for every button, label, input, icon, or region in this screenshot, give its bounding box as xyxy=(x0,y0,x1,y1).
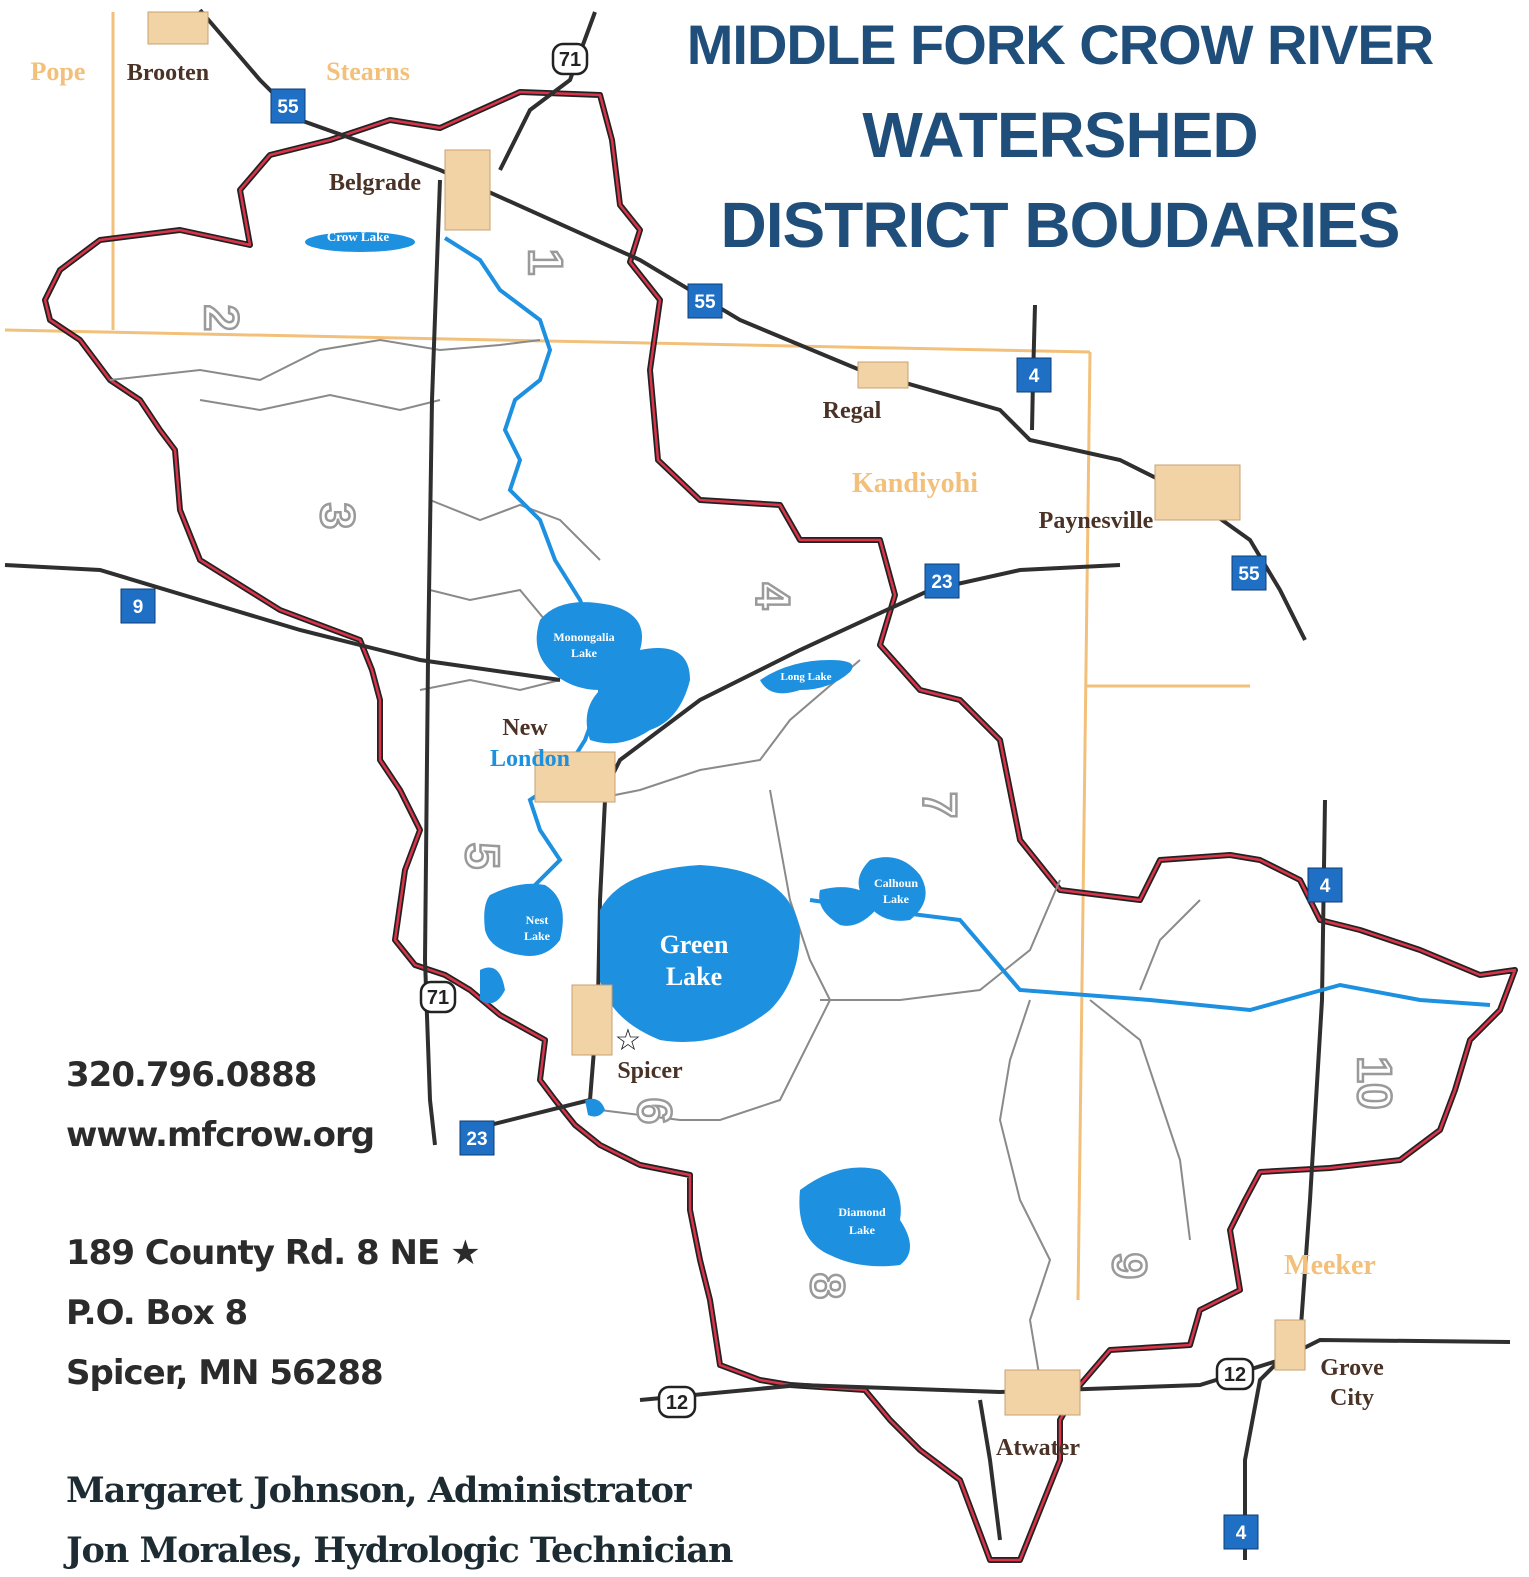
us-shield-71-b: 71 xyxy=(419,980,457,1014)
town-label-city: City xyxy=(1330,1385,1374,1411)
lake-label-nest-2: Lake xyxy=(524,929,551,943)
lake-label-diamond-2: Lake xyxy=(849,1223,876,1237)
county-label-pope: Pope xyxy=(31,57,86,86)
route-shield-4-c: 4 xyxy=(1223,1514,1259,1550)
district-7: 7 xyxy=(912,792,965,819)
star-icon: ★ xyxy=(450,1233,481,1273)
town-label-new: New xyxy=(502,715,548,741)
route-shield-55-c: 55 xyxy=(1231,555,1267,591)
town-label-paynesville: Paynesville xyxy=(1039,508,1154,534)
us-shield-71-a: 71 xyxy=(551,42,589,76)
svg-text:9: 9 xyxy=(133,597,144,618)
lake-label-monongalia-2: Lake xyxy=(571,646,598,660)
route-shield-55-b: 55 xyxy=(687,283,723,319)
town-label-regal: Regal xyxy=(823,398,882,424)
staff-administrator: Margaret Johnson, Administrator xyxy=(66,1470,691,1511)
title-line-3: DISTRICT BOUDARIES xyxy=(720,189,1401,261)
contact-address-line-3: Spicer, MN 56288 xyxy=(66,1353,384,1393)
svg-text:23: 23 xyxy=(466,1129,487,1150)
svg-text:71: 71 xyxy=(427,987,449,1009)
district-5: 5 xyxy=(455,843,508,870)
lake-label-green: Green xyxy=(660,930,729,959)
lake-label-crow: Crow Lake xyxy=(327,229,389,244)
map-labels: Pope Stearns Kandiyohi Meeker Brooten Be… xyxy=(31,57,1402,1461)
district-2: 2 xyxy=(194,305,247,332)
towns xyxy=(147,11,1306,1416)
svg-text:55: 55 xyxy=(694,292,716,313)
lake-label-calhoun: Calhoun xyxy=(874,876,918,890)
district-10: 10 xyxy=(1347,1056,1400,1109)
lake-label-nest: Nest xyxy=(526,913,549,927)
lake-label-diamond: Diamond xyxy=(838,1205,886,1219)
us-shield-12-b: 12 xyxy=(1215,1357,1255,1391)
contact-address-line-1: 189 County Rd. 8 NE ★ xyxy=(66,1233,481,1273)
lake-label-monongalia: Monongalia xyxy=(553,630,614,644)
route-shield-4-a: 4 xyxy=(1016,357,1052,393)
lakes xyxy=(305,232,926,1267)
svg-text:4: 4 xyxy=(1236,1523,1247,1544)
svg-text:4: 4 xyxy=(1320,876,1331,897)
svg-text:23: 23 xyxy=(931,572,952,593)
contact-address-line-2: P.O. Box 8 xyxy=(66,1293,248,1333)
county-label-kandiyohi: Kandiyohi xyxy=(852,468,978,499)
town-label-spicer: Spicer xyxy=(617,1058,683,1084)
us-shield-12-a: 12 xyxy=(657,1385,697,1419)
district-9: 9 xyxy=(1102,1253,1155,1280)
county-label-meeker: Meeker xyxy=(1284,1250,1376,1281)
svg-text:55: 55 xyxy=(277,97,299,118)
county-label-stearns: Stearns xyxy=(326,57,410,86)
district-1: 1 xyxy=(518,249,571,276)
address-street: 189 County Rd. 8 NE xyxy=(66,1233,440,1273)
title-line-2: WATERSHED xyxy=(862,99,1258,171)
district-lines xyxy=(109,338,1201,1381)
svg-text:12: 12 xyxy=(1224,1364,1246,1386)
contact-website: www.mfcrow.org xyxy=(66,1115,375,1155)
route-shield-55-a: 55 xyxy=(270,88,306,124)
town-label-london: London xyxy=(490,746,570,772)
svg-text:71: 71 xyxy=(559,49,581,71)
lake-label-calhoun-2: Lake xyxy=(883,892,910,906)
title-line-1: MIDDLE FORK CROW RIVER xyxy=(686,13,1434,76)
lake-label-green-2: Lake xyxy=(666,962,722,991)
route-shields: 55 55 55 4 4 4 9 23 xyxy=(120,42,1343,1550)
town-label-atwater: Atwater xyxy=(996,1435,1080,1461)
district-4: 4 xyxy=(745,583,798,610)
town-label-belgrade: Belgrade xyxy=(329,170,421,196)
district-3: 3 xyxy=(310,503,363,530)
town-label-brooten: Brooten xyxy=(127,60,209,86)
district-6: 6 xyxy=(627,1098,680,1125)
svg-text:4: 4 xyxy=(1029,366,1040,387)
contact-phone: 320.796.0888 xyxy=(66,1055,317,1095)
route-shield-4-b: 4 xyxy=(1307,867,1343,903)
svg-text:55: 55 xyxy=(1238,564,1260,585)
route-shield-9: 9 xyxy=(120,588,156,624)
svg-text:12: 12 xyxy=(666,1392,688,1414)
route-shield-23-b: 23 xyxy=(459,1120,495,1156)
route-shield-23-a: 23 xyxy=(924,563,960,599)
lake-label-long: Long Lake xyxy=(780,671,831,683)
town-label-grove: Grove xyxy=(1320,1355,1384,1381)
office-star-icon: ☆ xyxy=(615,1024,642,1057)
district-8: 8 xyxy=(800,1273,853,1300)
staff-technician: Jon Morales, Hydrologic Technician xyxy=(66,1530,733,1571)
